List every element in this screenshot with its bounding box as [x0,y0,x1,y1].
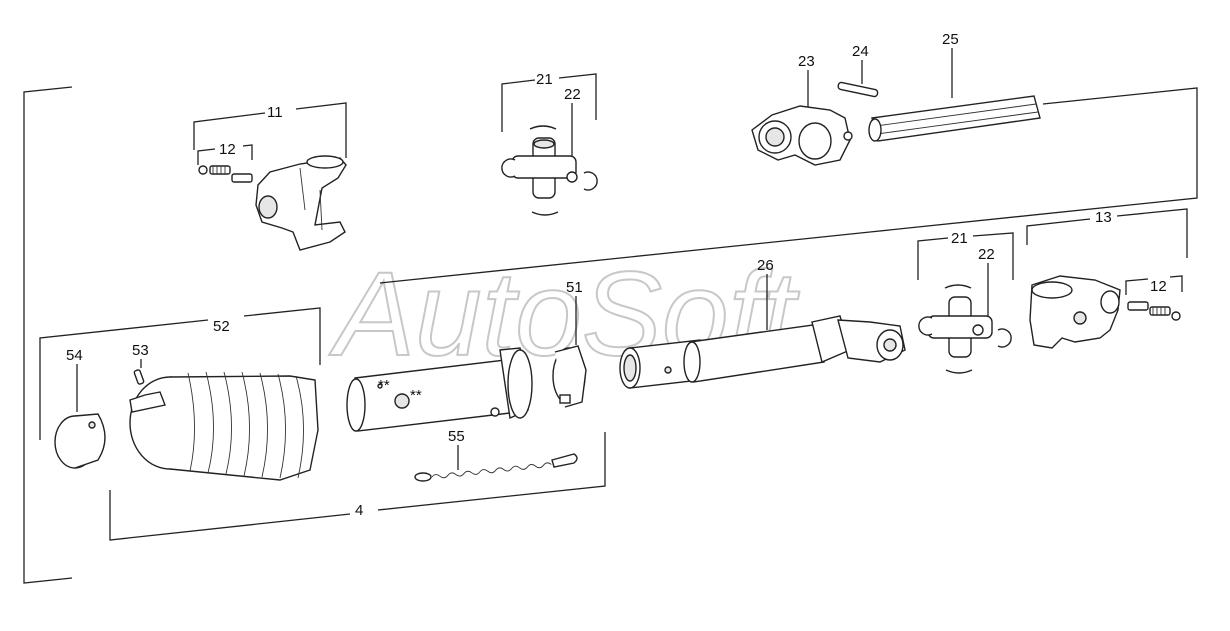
part-24-pin: 24 [837,43,879,98]
callout-24: 24 [852,43,869,60]
part-outer-guard-tube: ** ** [346,347,533,432]
part-13-yoke: 13 12 [1026,208,1188,349]
part-53-screw: 53 [132,342,149,385]
callout-53: 53 [132,342,149,359]
callout-22-top: 22 [564,86,581,103]
callout-4: 4 [355,502,363,519]
callout-51: 51 [566,279,583,296]
callout-55: 55 [448,428,465,445]
part-23-yoke-end: 23 [751,53,853,166]
part-51-bearing-ring: 51 [552,279,587,408]
part-55-chain: 55 [414,428,578,482]
callout-23: 23 [798,53,815,70]
part-26-inner-tube: 26 [619,257,906,389]
part-21-cross-lower: 21 22 [917,230,1014,374]
callout-52: 52 [213,318,230,335]
callout-22-right: 22 [978,246,995,263]
part-25-profile-tube: 25 [868,31,1041,142]
part-21-cross-upper: 21 22 [501,71,598,216]
marker-double-star-2: ** [410,387,422,404]
callout-26: 26 [757,257,774,274]
part-54-ring: 54 [54,347,106,469]
assembly-bracket [23,86,1198,584]
guard-group-bracket: 52 4 [39,307,606,541]
callout-25: 25 [942,31,959,48]
callout-21-right: 21 [951,230,968,247]
callout-11: 11 [267,104,283,121]
callout-13: 13 [1095,209,1112,226]
marker-double-star-1: ** [378,377,390,394]
callout-12-top: 12 [219,141,236,158]
callout-12-right: 12 [1150,278,1167,295]
callout-54: 54 [66,347,83,364]
part-11-yoke: 11 12 [193,102,347,251]
part-52-bellows [129,371,319,481]
callout-21-top: 21 [536,71,553,88]
